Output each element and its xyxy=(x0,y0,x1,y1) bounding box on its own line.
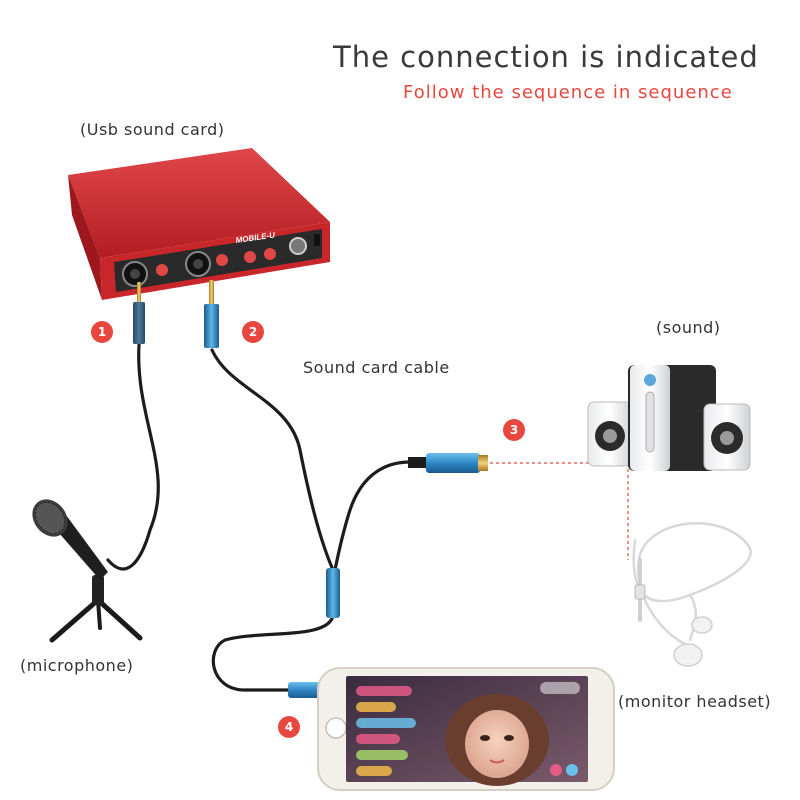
headset-branch-cable xyxy=(333,460,412,572)
sound-card-cable xyxy=(210,348,335,572)
label-monitor-headset: (monitor headset) xyxy=(618,692,772,711)
phone-cable xyxy=(211,613,335,692)
label-usb-sound-card: (Usb sound card) xyxy=(80,120,225,139)
step-badge-2: 2 xyxy=(242,321,264,343)
usb-sound-card: MOBILE-U xyxy=(68,148,330,300)
step-badge-3: 3 xyxy=(503,419,525,441)
diagram-title: The connection is indicated xyxy=(333,40,759,74)
jack-3 xyxy=(408,453,488,473)
label-sound: (sound) xyxy=(656,318,721,337)
plug-2 xyxy=(204,280,219,348)
microphone xyxy=(32,499,143,643)
monitor-earphones xyxy=(632,522,752,667)
y-splitter xyxy=(326,568,340,618)
cables xyxy=(106,343,412,692)
smartphone xyxy=(317,667,615,791)
step-badge-4: 4 xyxy=(278,716,300,738)
step-badge-1: 1 xyxy=(91,321,113,343)
label-microphone: (microphone) xyxy=(20,656,134,675)
speakers xyxy=(587,365,751,471)
plug-1 xyxy=(133,282,145,344)
label-sound-card-cable: Sound card cable xyxy=(303,358,450,377)
diagram-subtitle: Follow the sequence in sequence xyxy=(403,82,733,103)
dashed-indicator-line xyxy=(490,462,629,560)
microphone-cable xyxy=(106,343,160,571)
